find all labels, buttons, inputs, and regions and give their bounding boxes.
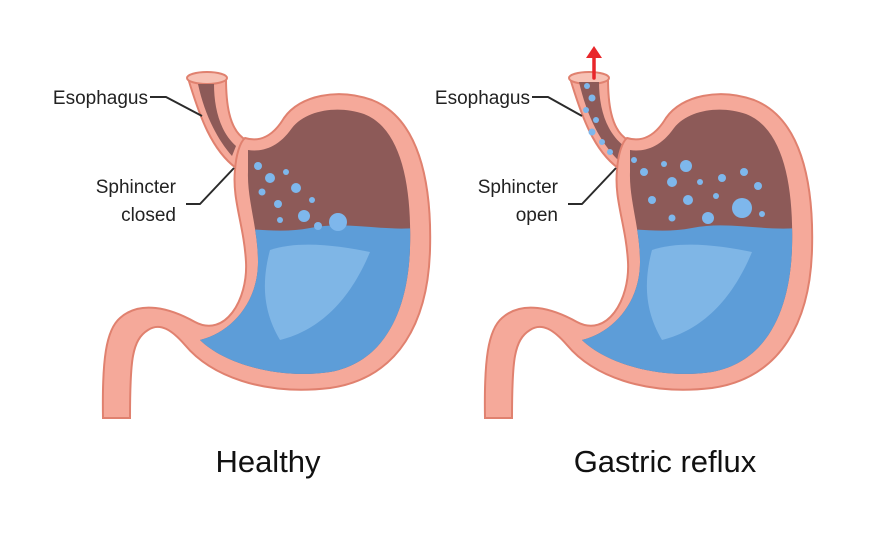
esophagus-leader-left — [150, 96, 203, 117]
caption-healthy: Healthy — [215, 444, 321, 479]
sphincter-leader-left — [186, 167, 235, 205]
esophagus-lumen — [579, 82, 624, 160]
sphincter-label-right-line2: open — [516, 205, 558, 226]
esophagus-leader-right — [532, 96, 583, 117]
arrow-up-icon — [586, 46, 602, 80]
sphincter-label-right-line1: Sphincter — [478, 177, 559, 198]
esophagus-label-right: Esophagus — [435, 88, 530, 109]
esophagus-label-left: Esophagus — [53, 88, 148, 109]
reflux-bubbles — [583, 83, 613, 155]
reflux-stomach: Esophagus Sphincter open Gastric reflux — [435, 46, 814, 479]
sphincter-leader-right — [568, 167, 617, 205]
esophagus-lumen — [198, 84, 236, 156]
sphincter-label-left-line2: closed — [121, 205, 176, 226]
caption-gastric-reflux: Gastric reflux — [574, 444, 757, 479]
esophagus-opening — [186, 71, 228, 85]
sphincter-label-left-line1: Sphincter — [96, 177, 177, 198]
healthy-stomach: Esophagus Sphincter closed Healthy — [53, 71, 432, 479]
